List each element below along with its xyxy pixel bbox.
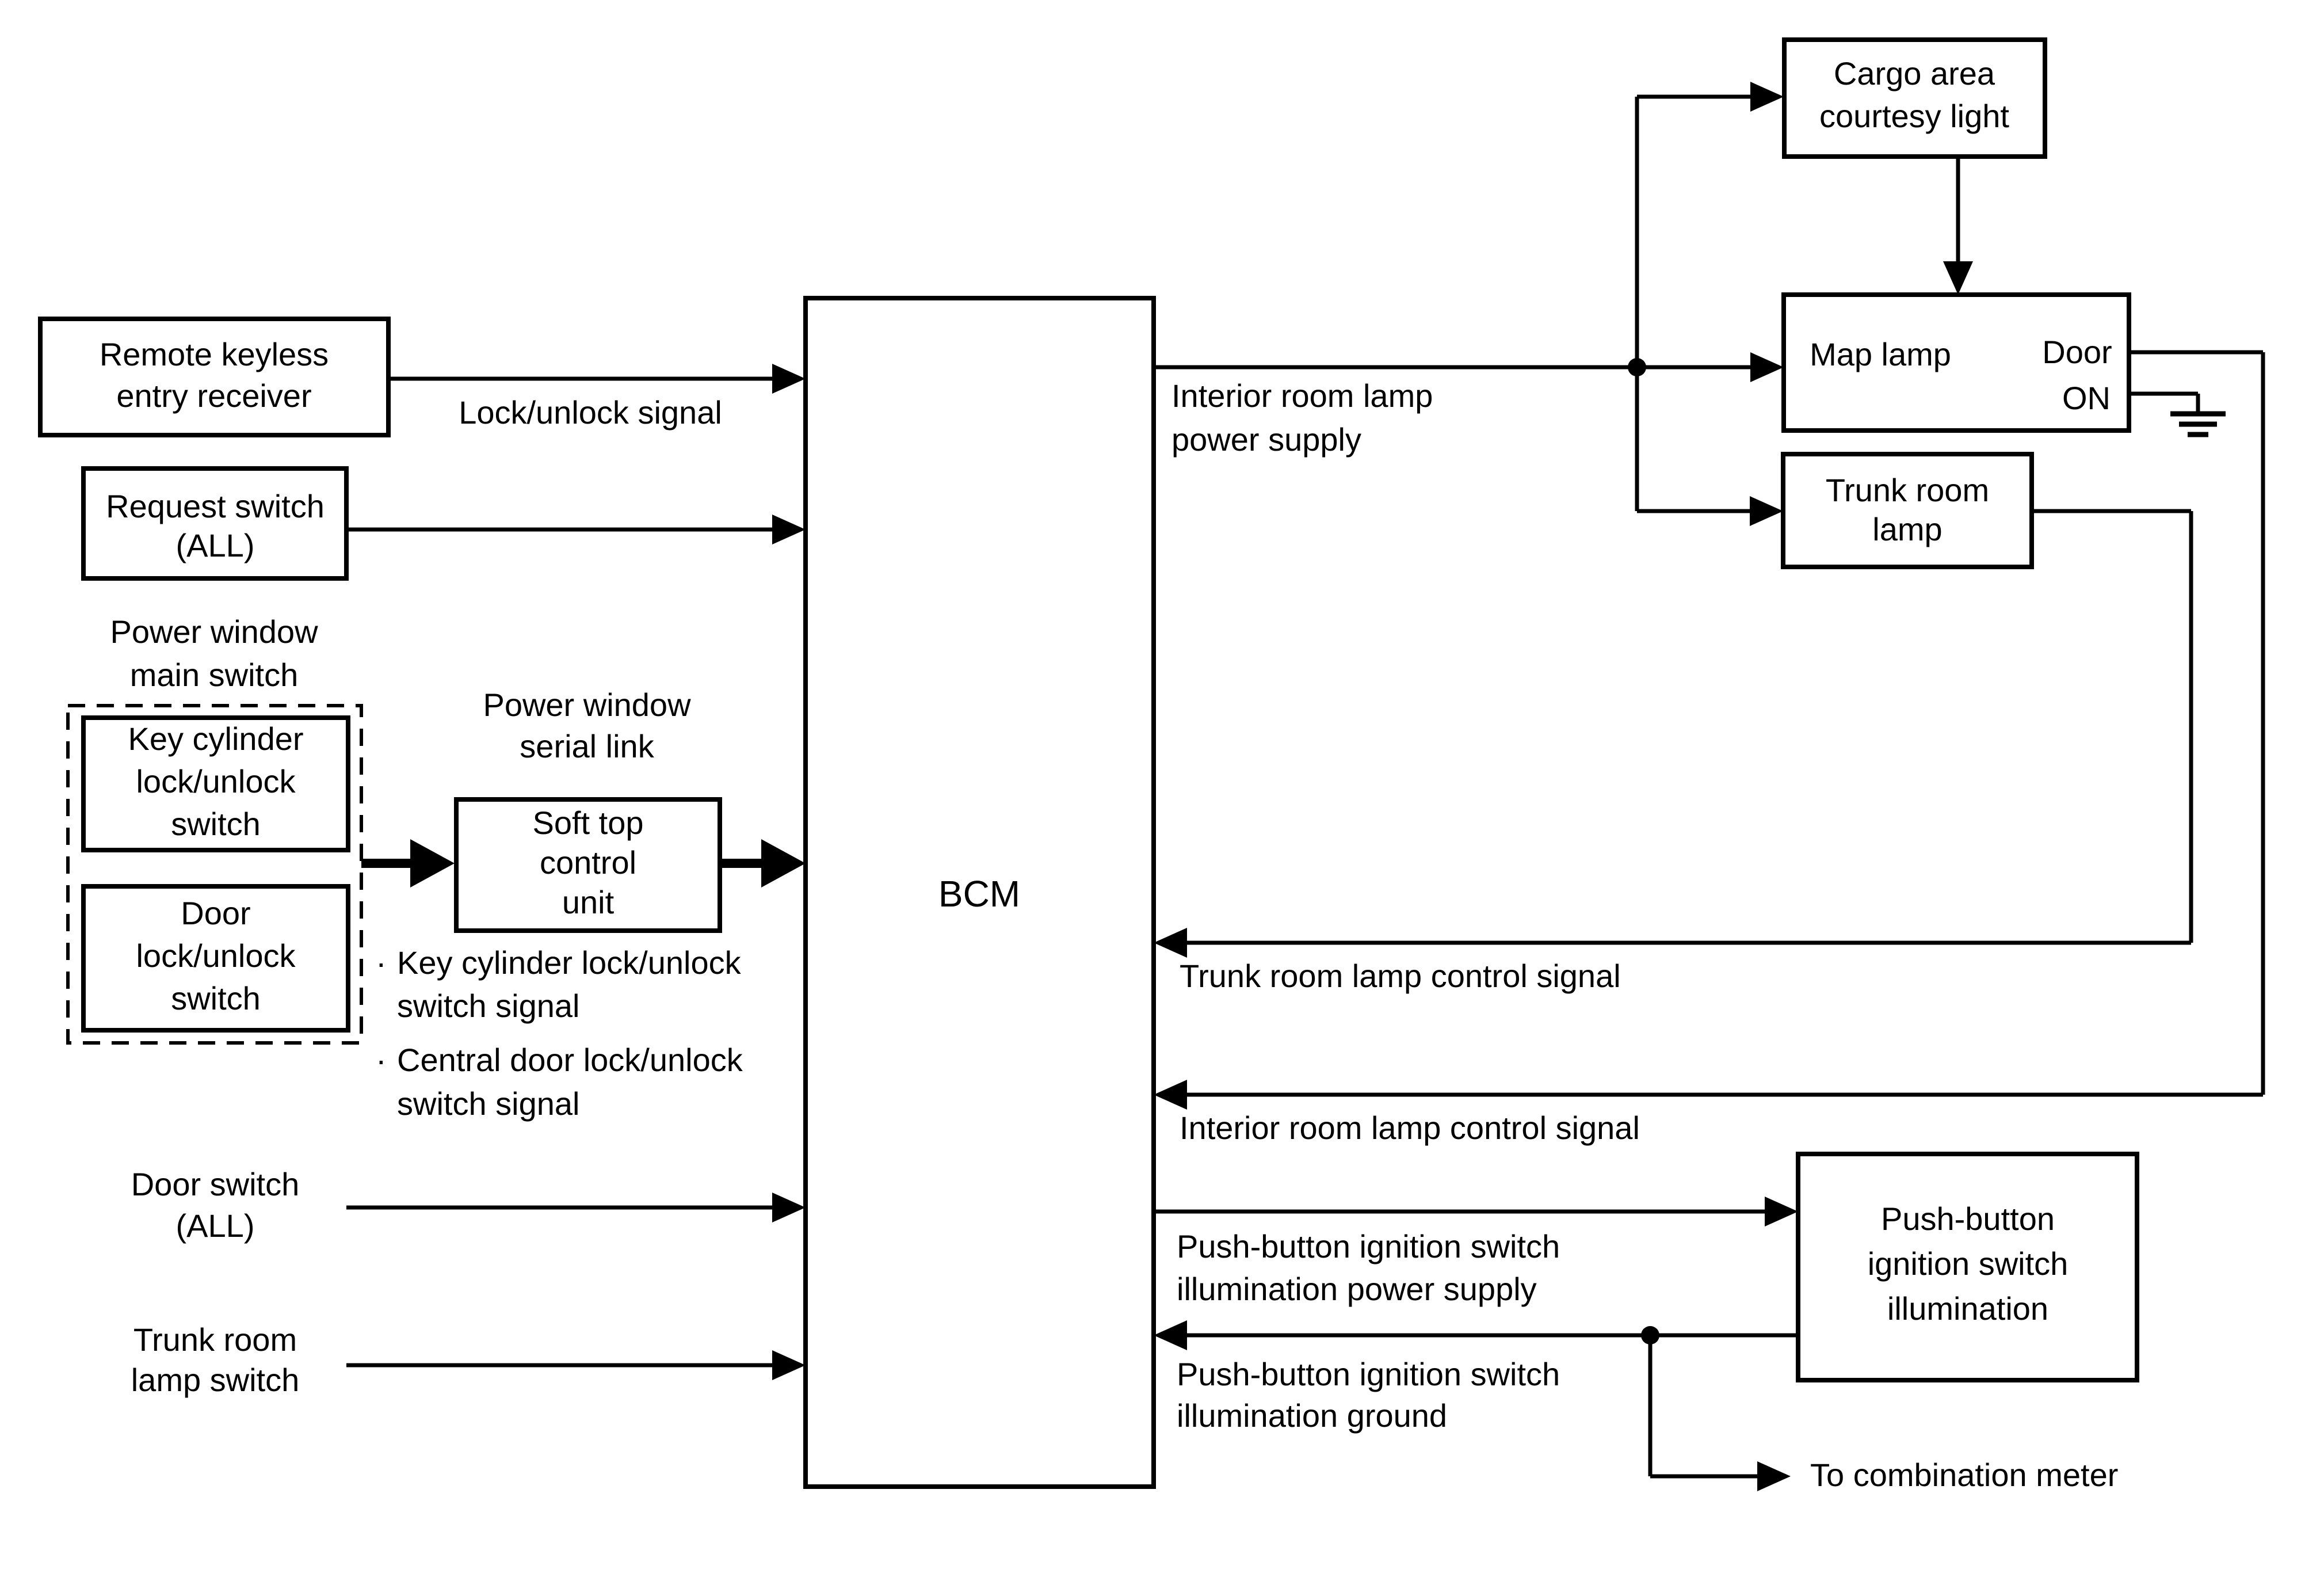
- power-window-main-switch-group-box: [66, 704, 363, 1045]
- push-button-illumination-label-line2: ignition switch: [1868, 1245, 2069, 1282]
- arrowhead-cargo-feed: [1750, 82, 1784, 112]
- arrowhead-request-switch: [772, 515, 806, 544]
- cargo-light-label-line2: courtesy light: [1819, 98, 2009, 134]
- trunk-room-lamp-label-line2: lamp: [1872, 511, 1942, 547]
- power-window-serial-link-label-line1: Power window: [483, 687, 691, 723]
- note-central-door-line2: switch signal: [397, 1085, 579, 1122]
- remote-keyless-receiver-box: [38, 317, 391, 437]
- trunk-lamp-control-label: Trunk room lamp control signal: [1180, 958, 1621, 994]
- arrowhead-cargo-to-maplamp: [1943, 261, 1973, 295]
- arrowhead-trunk-lamp-control: [1154, 928, 1187, 958]
- push-button-power-label-line2: illumination power supply: [1177, 1271, 1537, 1307]
- arrowhead-door-switch: [772, 1193, 806, 1222]
- power-window-main-switch-title-line2: main switch: [130, 657, 299, 693]
- bullet-icon: ·: [376, 1042, 387, 1078]
- soft-top-label-line3: unit: [562, 884, 615, 920]
- door-switch-label-line1: Door switch: [131, 1166, 300, 1202]
- map-lamp-label: Map lamp: [1810, 336, 1951, 372]
- door-switch-label-line2: (ALL): [176, 1207, 255, 1244]
- lock-unlock-signal-label: Lock/unlock signal: [459, 394, 722, 431]
- key-cylinder-switch-box: [81, 715, 350, 852]
- interior-lamp-power-label-line2: power supply: [1171, 421, 1361, 458]
- soft-top-control-unit-box: [454, 797, 722, 933]
- remote-keyless-label-line1: Remote keyless: [100, 336, 329, 372]
- door-lock-switch-box: [81, 884, 350, 1033]
- request-switch-label-line1: Request switch: [106, 488, 325, 524]
- bcm-box: [803, 296, 1156, 1489]
- note-key-cylinder-line2: switch signal: [397, 988, 579, 1024]
- arrowhead-trunk-lamp-switch: [772, 1350, 806, 1380]
- arrowhead-interior-lamp-control: [1154, 1080, 1187, 1110]
- request-switch-label-line2: (ALL): [176, 527, 255, 563]
- soft-top-label-line1: Soft top: [532, 805, 643, 841]
- trunk-room-lamp-box: [1781, 452, 2034, 569]
- power-window-serial-link-label-line2: serial link: [520, 728, 654, 764]
- arrowhead-serial-link-right: [761, 839, 806, 887]
- to-combination-meter-label: To combination meter: [1810, 1457, 2118, 1493]
- key-cylinder-label-line2: lock/unlock: [136, 763, 296, 799]
- note-central-door-line1: Central door lock/unlock: [397, 1042, 743, 1078]
- map-lamp-door-on-line2: ON: [2062, 380, 2111, 416]
- push-button-ignition-illumination-box: [1796, 1152, 2139, 1382]
- bcm-label: BCM: [938, 873, 1020, 915]
- key-cylinder-label-line3: switch: [171, 806, 261, 842]
- bullet-icon: ·: [376, 944, 387, 981]
- interior-lamp-power-label-line1: Interior room lamp: [1171, 378, 1433, 414]
- ground-symbol-icon: [2170, 411, 2226, 437]
- arrowhead-map-lamp-feed: [1750, 352, 1784, 382]
- arrowhead-serial-link-left: [410, 839, 455, 887]
- trunk-room-lamp-label-line1: Trunk room: [1826, 472, 1989, 508]
- request-switch-box: [81, 466, 349, 581]
- arrowhead-combination-meter: [1757, 1461, 1791, 1491]
- arrowhead-pushbutton-ground: [1154, 1320, 1187, 1350]
- interior-lamp-control-label: Interior room lamp control signal: [1180, 1110, 1640, 1146]
- push-button-ground-label-line1: Push-button ignition switch: [1177, 1356, 1560, 1392]
- cargo-area-courtesy-light-box: [1782, 37, 2047, 159]
- door-lock-label-line3: switch: [171, 980, 261, 1016]
- map-lamp-door-on-line1: Door: [2042, 334, 2112, 370]
- door-lock-label-line1: Door: [181, 895, 250, 931]
- trunk-lamp-switch-label-line2: lamp switch: [131, 1362, 300, 1398]
- arrowhead-lock-unlock: [772, 364, 806, 394]
- push-button-illumination-label-line1: Push-button: [1881, 1201, 2055, 1237]
- map-lamp-box: [1781, 292, 2131, 433]
- remote-keyless-label-line2: entry receiver: [116, 378, 311, 414]
- push-button-power-label-line1: Push-button ignition switch: [1177, 1228, 1560, 1264]
- soft-top-label-line2: control: [540, 844, 636, 881]
- push-button-illumination-label-line3: illumination: [1887, 1290, 2048, 1327]
- key-cylinder-label-line1: Key cylinder: [128, 721, 303, 757]
- push-button-ground-label-line2: illumination ground: [1177, 1397, 1447, 1434]
- door-lock-label-line2: lock/unlock: [136, 938, 296, 974]
- trunk-lamp-switch-label-line1: Trunk room: [133, 1321, 297, 1358]
- power-window-main-switch-title-line1: Power window: [110, 614, 318, 650]
- cargo-light-label-line1: Cargo area: [1834, 55, 1995, 92]
- note-key-cylinder-line1: Key cylinder lock/unlock: [397, 944, 742, 981]
- arrowhead-trunk-lamp-feed: [1750, 496, 1783, 526]
- arrowhead-pushbutton-power: [1765, 1197, 1798, 1226]
